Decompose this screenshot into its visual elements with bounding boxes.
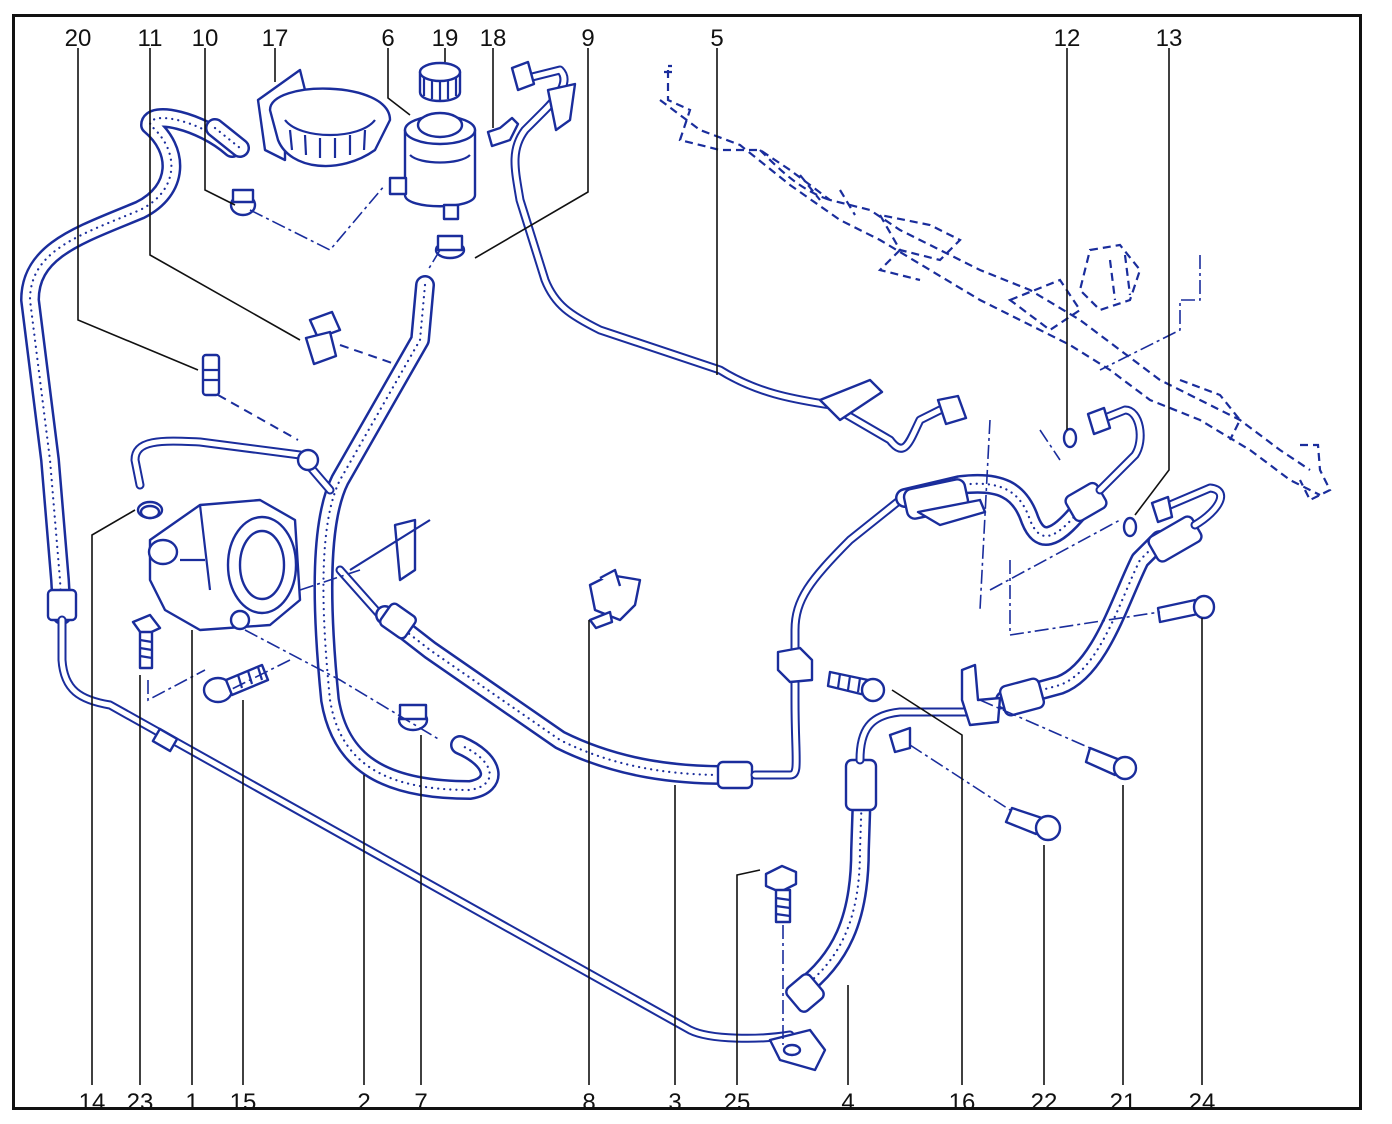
reservoir-6 xyxy=(388,111,477,221)
clamp-10 xyxy=(229,188,257,217)
bolt-22 xyxy=(1004,806,1062,842)
callout-24: 24 xyxy=(1189,1089,1216,1116)
pump-bracket xyxy=(349,518,431,582)
callout-6: 6 xyxy=(381,25,394,52)
callout-25: 25 xyxy=(724,1089,751,1116)
pipe-5-return xyxy=(510,60,968,453)
callout-21: 21 xyxy=(1110,1089,1137,1116)
callout-18: 18 xyxy=(480,25,507,52)
bolt-21 xyxy=(1084,746,1138,781)
o-ring-13 xyxy=(1122,516,1138,538)
reservoir-cap-19 xyxy=(418,61,462,103)
clamp-9 xyxy=(434,234,466,260)
callout-8: 8 xyxy=(582,1089,595,1116)
callout-13: 13 xyxy=(1156,25,1183,52)
callout-15: 15 xyxy=(230,1089,257,1116)
callout-4: 4 xyxy=(841,1089,854,1116)
callout-12: 12 xyxy=(1054,25,1081,52)
bolt-23 xyxy=(131,613,162,670)
callout-5: 5 xyxy=(710,25,723,52)
callout-9: 9 xyxy=(581,25,594,52)
bottom-bracket xyxy=(768,1028,827,1072)
hose-4 xyxy=(785,707,975,1013)
callout-3: 3 xyxy=(668,1089,681,1116)
callout-10: 10 xyxy=(192,25,219,52)
callout-2: 2 xyxy=(357,1089,370,1116)
lower-return-pipe xyxy=(57,615,795,1043)
callout-23: 23 xyxy=(127,1089,154,1116)
hose-16-upper xyxy=(895,405,1145,546)
callout-19: 19 xyxy=(432,25,459,52)
callout-20: 20 xyxy=(65,25,92,52)
clip-11 xyxy=(304,310,342,366)
callout-16: 16 xyxy=(949,1089,976,1116)
callout-14: 14 xyxy=(79,1089,106,1116)
clip-7 xyxy=(397,703,429,732)
hose-3-pressure xyxy=(335,495,905,790)
callouts-top: 20 11 10 17 6 19 18 9 5 12 13 xyxy=(65,25,1183,52)
hose-20-return xyxy=(20,108,242,625)
clip-8 xyxy=(588,568,642,630)
bolt-15 xyxy=(202,663,270,704)
assembly-lines xyxy=(147,184,1161,1045)
bracket-17 xyxy=(256,68,392,168)
callout-22: 22 xyxy=(1031,1089,1058,1116)
callouts-bottom: 14 23 1 15 2 7 8 3 25 4 16 22 21 24 xyxy=(79,1089,1216,1116)
bolt-16 xyxy=(826,670,886,703)
o-ring-14 xyxy=(139,504,161,520)
union-20 xyxy=(201,353,221,397)
callout-1: 1 xyxy=(185,1089,198,1116)
bolt-25 xyxy=(764,864,798,924)
callout-11: 11 xyxy=(138,25,163,52)
steering-rack-ghost xyxy=(659,64,1332,502)
clip-18 xyxy=(486,116,520,148)
o-ring-12 xyxy=(1062,427,1078,449)
pump-1 xyxy=(130,436,335,632)
callout-7: 7 xyxy=(414,1089,427,1116)
callout-17: 17 xyxy=(262,25,289,52)
hose-13-side xyxy=(960,483,1226,727)
bolt-24 xyxy=(1156,594,1216,624)
hose-2-supply xyxy=(313,275,500,800)
callout-leaders xyxy=(77,48,1203,1085)
hose-stub xyxy=(205,118,250,158)
